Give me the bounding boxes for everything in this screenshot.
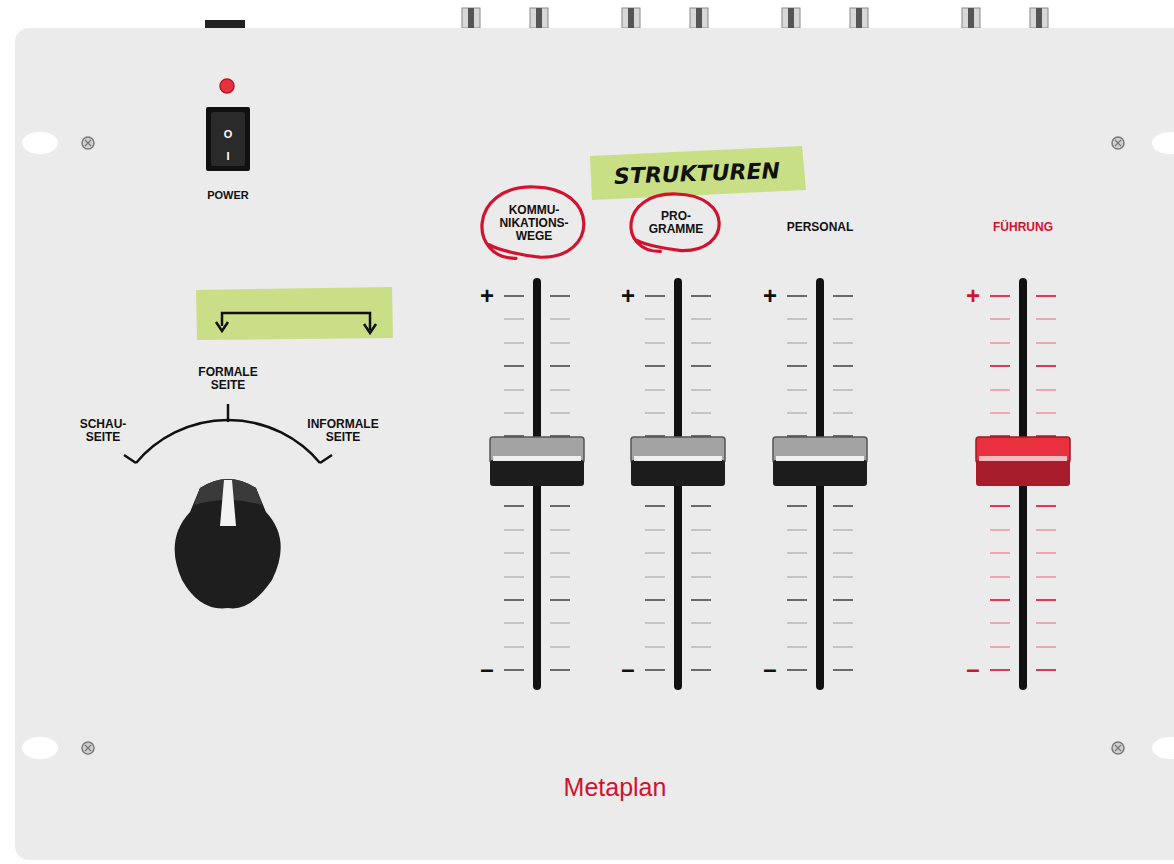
scale-plus: + xyxy=(616,283,640,308)
jacks xyxy=(462,8,1048,28)
channel-label: PRO- GRAMME xyxy=(644,210,708,236)
scale-plus: + xyxy=(961,283,985,308)
dial-label: FORMALE SEITE xyxy=(190,366,266,392)
circled-label: KOMMU- NIKATIONS- WEGE xyxy=(470,183,598,263)
channel-label: KOMMU- NIKATIONS- WEGE xyxy=(489,204,579,243)
scale-plus: + xyxy=(758,283,782,308)
tape-bracket xyxy=(196,287,393,340)
scale-minus: – xyxy=(961,656,985,681)
tape-heading: STRUKTUREN xyxy=(588,146,806,200)
scale-minus: – xyxy=(475,656,499,681)
circle-stroke xyxy=(631,194,719,251)
switch-label: POWER xyxy=(193,189,263,201)
mount-holes xyxy=(22,132,1174,759)
switch-mark: O xyxy=(218,128,238,140)
channel-label: PERSONAL xyxy=(770,221,870,234)
channel-label: FÜHRUNG xyxy=(973,221,1073,234)
brand-logo: Metaplan xyxy=(515,774,715,800)
tape-fill xyxy=(590,146,806,200)
scale-plus: + xyxy=(475,283,499,308)
scale-minus: – xyxy=(616,656,640,681)
handwritten-heading: STRUKTUREN xyxy=(592,158,803,188)
dial-label: SCHAU- SEITE xyxy=(73,418,133,444)
switch-mark: I xyxy=(218,150,238,162)
circle-stroke xyxy=(482,187,584,258)
rotary-scale xyxy=(124,404,332,463)
dial-label: INFORMALE SEITE xyxy=(298,418,388,444)
circled-label: PRO- GRAMME xyxy=(620,190,732,256)
faders xyxy=(490,278,1070,690)
scale-minus: – xyxy=(758,656,782,681)
rotary-knob xyxy=(175,479,281,608)
panel xyxy=(15,28,1174,860)
power-switch xyxy=(206,79,250,171)
